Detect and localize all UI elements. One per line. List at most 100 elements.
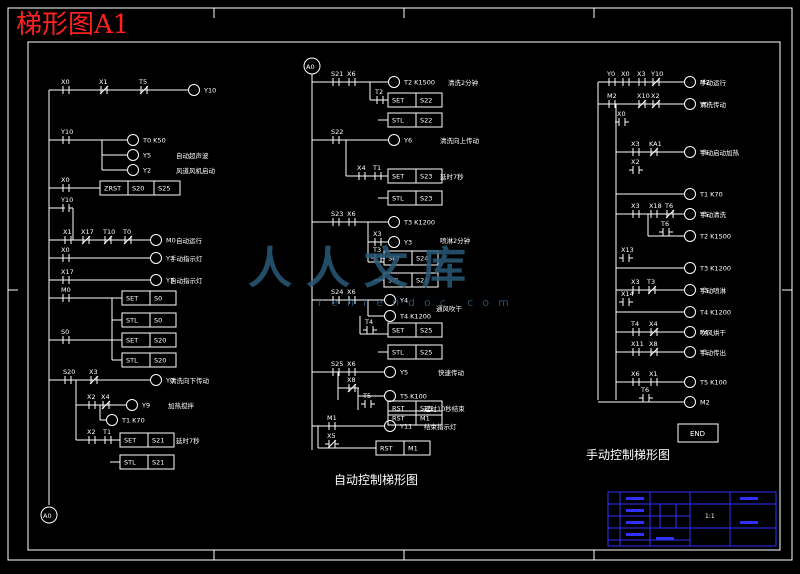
contact-label: X4 [649,320,658,328]
coil-label: Y7 [165,255,174,263]
contact-nc-slash [649,147,659,157]
coil-description: 吹风烘干 [700,328,727,337]
coil-label: Y9 [141,402,150,410]
contact-label: T6 [664,202,673,210]
connector-a0-bottom [40,506,58,524]
instruction-text: STL [126,317,138,325]
output-coil [684,146,696,158]
contact-label: T3 [372,246,381,254]
coil-label: Y0 [699,101,708,109]
instruction-text: S0 [154,295,162,303]
coil-label: T1 K70 [121,417,145,425]
coil-label: T2 K1500 [403,79,435,87]
contact-label: X14 [621,290,634,298]
coil-label: M0 [166,237,176,245]
title-block-scale: 1:1 [705,513,715,520]
instruction-text: S22 [420,117,432,125]
contact-label: T10 [102,228,115,236]
coil-label: Y5 [142,152,151,160]
coil-label: M2 [700,79,710,87]
contact-label: T1 [102,428,111,436]
contact-label: X13 [621,246,634,254]
contact-label: Y10 [60,196,73,204]
contact-label: S20 [63,368,75,376]
contact-nc-slash [101,400,111,410]
coil-label: T0 K50 [142,137,166,145]
contact-label: T3 [646,278,655,286]
contact-nc-slash [103,235,113,245]
output-coil [127,134,139,146]
title-block-text-mark [740,497,758,500]
coil-label: Y5 [699,211,708,219]
contact-label: X18 [649,202,662,210]
instruction-text: S0 [154,317,162,325]
output-coil [188,84,200,96]
sheet-outer-border [7,7,793,561]
contact-label: X6 [631,370,640,378]
instruction-text: SET [126,337,138,345]
contact-label: T6 [660,220,669,228]
contact-label: Y0 [606,70,615,78]
output-coil [384,420,396,432]
coil-description: 结束指示灯 [424,422,457,431]
instruction-text: M1 [408,445,418,453]
contact-label: X17 [61,268,74,276]
instruction-text: S24 [416,277,428,285]
coil-description: 手动传出 [700,348,726,357]
contact-label: X4 [357,164,366,172]
contact-label: KA1 [649,140,662,148]
contact-nc-slash [81,235,91,245]
contact-label: T6 [640,386,649,394]
title-block-text-mark [740,521,758,524]
coil-label: T5 K100 [399,393,427,401]
contact-label: X2 [87,393,96,401]
instruction-box [415,410,443,426]
coil-label: Y9 [699,149,708,157]
contact-label: X6 [347,288,356,296]
contact-label: Y10 [60,128,73,136]
instruction-text: S24 [416,255,428,263]
manual-control-caption: 手动控制梯形图 [586,448,671,462]
end-instruction-box [677,423,719,443]
coil-description: 延时10秒结束 [424,404,465,413]
instruction-text: RST [392,415,405,423]
coil-description: 手动运行 [700,78,727,87]
contact-label: T4 [364,318,373,326]
coil-label: Y3 [403,239,412,247]
instruction-text: S20 [154,337,166,345]
output-coil [150,234,162,246]
output-coil [127,164,139,176]
instruction-box [147,432,175,448]
instruction-box [415,92,443,108]
contact-nc-slash [651,99,661,109]
coil-description: 自动超声波 [176,151,209,160]
output-coil [684,376,696,388]
contact-nc-slash [139,85,149,95]
contact-label: X10 [637,92,650,100]
contact-label: X2 [631,158,640,166]
output-coil [684,346,696,358]
contact-label: M2 [607,92,617,100]
coil-label: Y3 [699,287,708,295]
coil-label: Y5 [399,369,408,377]
coil-label: T4 K1200 [699,309,731,317]
coil-description: 延时7秒 [440,172,464,181]
instruction-text: S25 [420,327,432,335]
contact-label: T1 [372,164,381,172]
output-coil [388,134,400,146]
output-coil [684,230,696,242]
instruction-text: SET [392,97,404,105]
drawing-title: 梯形图A1 [16,10,130,40]
contact-label: X8 [649,340,658,348]
coil-description: 喷淋2分钟 [440,236,471,245]
contact-nc-slash [651,77,661,87]
coil-label: T3 K1200 [403,219,435,227]
contact-label: X0 [61,78,70,86]
contact-nc-slash [649,347,659,357]
coil-label: Y6 [403,137,412,145]
contact-label: X0 [617,110,626,118]
contact-label: X4 [101,393,110,401]
coil-label: M2 [700,399,710,407]
contact-nc-slash [647,285,657,295]
